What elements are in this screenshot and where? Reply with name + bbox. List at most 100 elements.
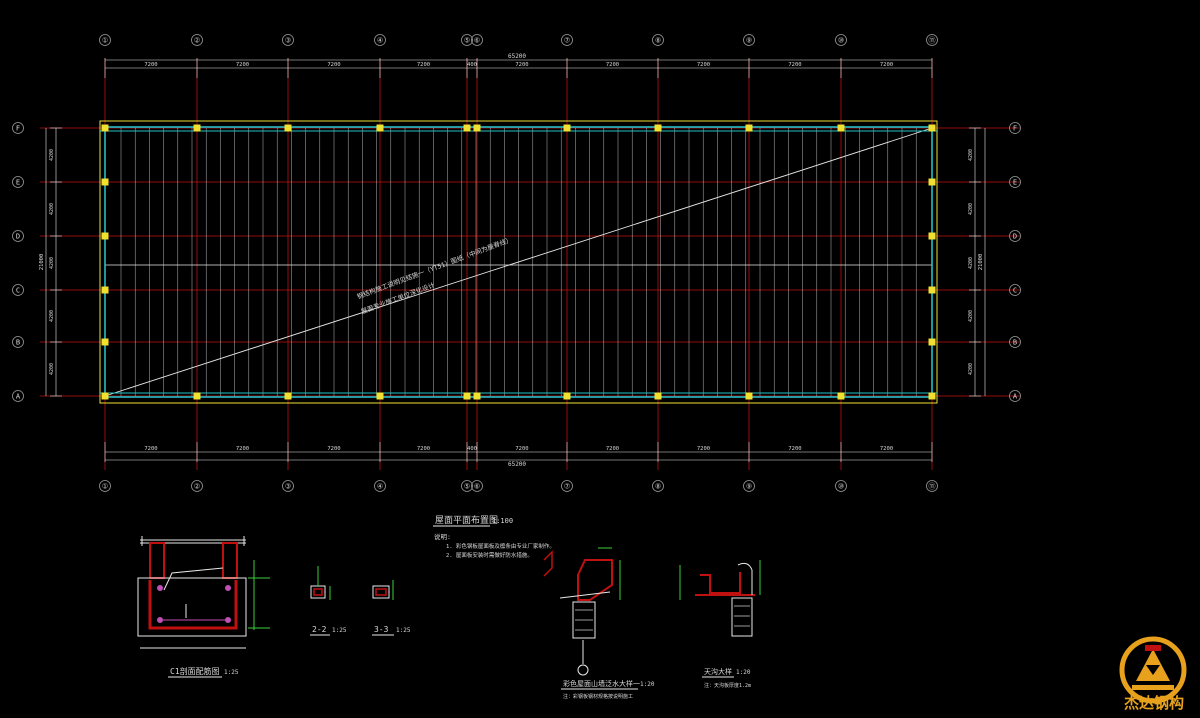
section-2-2-scale: 1:25 [332, 627, 347, 634]
column-marker [376, 392, 384, 400]
axis-bubble-right-text: A [1013, 393, 1018, 401]
column-marker [928, 392, 936, 400]
column-marker [563, 392, 571, 400]
side-overall-label: 21000 [978, 254, 984, 271]
dimension-label: 7200 [236, 446, 249, 452]
gutter-scale: 1:20 [736, 669, 751, 676]
axis-bubble-left-text: F [16, 125, 20, 133]
axis-bubble-bottom [926, 480, 938, 492]
gable-flashing-note: 注：彩钢板钢材规格按说明施工 [563, 693, 633, 700]
side-overall-label: 21000 [39, 254, 45, 271]
axis-bubble-bottom-text: ⑪ [929, 483, 936, 491]
axis-bubble-bottom [461, 480, 473, 492]
axis-bubble-top [835, 34, 847, 46]
section-3-3-label: 3-3 [374, 625, 389, 634]
axis-bubble-top [471, 34, 483, 46]
side-dimension-label: 4200 [968, 149, 974, 161]
side-dimension-label: 4200 [49, 257, 55, 269]
axis-bubble-top [561, 34, 573, 46]
axis-bubble-top-text: ③ [285, 37, 291, 45]
dimension-label: 7200 [697, 62, 710, 68]
section-2-2-label: 2-2 [312, 625, 327, 634]
gutter-detail [679, 560, 761, 637]
axis-bubble-top-text: ② [194, 37, 200, 45]
gable-flashing-label: 彩色屋面山墙泛水大样一 [563, 679, 640, 688]
c1-scale: 1:25 [224, 669, 239, 676]
axis-bubble-top [282, 34, 294, 46]
side-dimension-label: 4200 [968, 363, 974, 375]
axis-bubble-bottom [835, 480, 847, 492]
column-marker [473, 392, 481, 400]
column-marker [563, 124, 571, 132]
dimension-label: 7200 [880, 62, 893, 68]
column-marker [473, 124, 481, 132]
company-logo-text: 杰达钢构 [1123, 694, 1184, 712]
roof-frame [99, 120, 938, 404]
axis-bubble-bottom-text: ⑩ [838, 483, 844, 491]
gutter-label: 天沟大样 [704, 667, 732, 676]
axis-bubble-left-text: A [16, 393, 21, 401]
overall-dimension-label: 65200 [508, 461, 526, 468]
column-marker [654, 124, 662, 132]
axis-bubble-top-text: ⑩ [838, 37, 844, 45]
column-marker [837, 392, 845, 400]
axis-bubble-top-text: ⑥ [474, 37, 480, 45]
c1-section-detail [137, 536, 270, 649]
notes-heading: 说明: [434, 532, 451, 541]
dimension-label: 7200 [515, 62, 528, 68]
axis-bubble-left-text: B [16, 339, 20, 347]
column-marker [101, 124, 109, 132]
axis-bubble-bottom-text: ③ [285, 483, 291, 491]
company-logo-icon [1119, 636, 1187, 704]
axis-bubble-left [12, 176, 24, 188]
axis-bubble-right-text: E [1013, 179, 1017, 187]
dimension-label: 7200 [144, 446, 157, 452]
column-marker [928, 124, 936, 132]
axis-bubble-top [191, 34, 203, 46]
column-marker [928, 232, 936, 240]
axis-bubble-top [99, 34, 111, 46]
axis-bubble-left [12, 284, 24, 296]
dimension-label: 7200 [606, 62, 619, 68]
axis-bubble-top-text: ⑤ [464, 37, 470, 45]
side-dimension-label: 4200 [968, 310, 974, 322]
note-1: 1. 彩色钢板屋面板及檩条由专业厂家制作。 [446, 542, 555, 550]
column-marker [745, 124, 753, 132]
axis-bubble-bottom [191, 480, 203, 492]
axis-bubble-left-text: C [16, 287, 20, 295]
gutter-note: 注：天沟板厚度1.2m [704, 682, 751, 689]
column-marker [193, 392, 201, 400]
column-marker [463, 392, 471, 400]
side-dimension-label: 4200 [49, 310, 55, 322]
column-marker [837, 124, 845, 132]
axis-bubble-bottom [471, 480, 483, 492]
column-marker [463, 124, 471, 132]
axis-bubble-top-text: ① [102, 37, 108, 45]
column-marker [376, 124, 384, 132]
dimension-label: 7200 [788, 446, 801, 452]
column-marker [101, 232, 109, 240]
note-2: 2. 屋面板安装时需做好防水措施。 [446, 551, 533, 559]
gable-flashing-scale: 1:20 [640, 681, 655, 688]
axis-bubble-right-text: F [1013, 125, 1017, 133]
roof-purlins [104, 127, 933, 397]
axis-bubble-left [12, 336, 24, 348]
overall-dimension-label: 65200 [508, 53, 526, 60]
axis-bubble-bottom-text: ⑥ [474, 483, 480, 491]
axis-bubble-left-text: D [16, 233, 20, 241]
axis-bubble-bottom-text: ① [102, 483, 108, 491]
column-markers [101, 124, 936, 400]
axis-bubble-right [1009, 230, 1021, 242]
dimension-label: 7200 [327, 62, 340, 68]
column-marker [745, 392, 753, 400]
section-3-3-scale: 1:25 [396, 627, 411, 634]
plan-title: 屋面平面布置图 [435, 514, 498, 526]
axis-bubble-top [926, 34, 938, 46]
axis-bubble-bottom-text: ② [194, 483, 200, 491]
axis-bubble-top-text: ④ [377, 37, 383, 45]
axis-bubble-right-text: D [1013, 233, 1017, 241]
axis-bubble-bottom-text: ④ [377, 483, 383, 491]
axis-bubble-bottom-text: ⑧ [655, 483, 661, 491]
axis-bubble-right [1009, 176, 1021, 188]
